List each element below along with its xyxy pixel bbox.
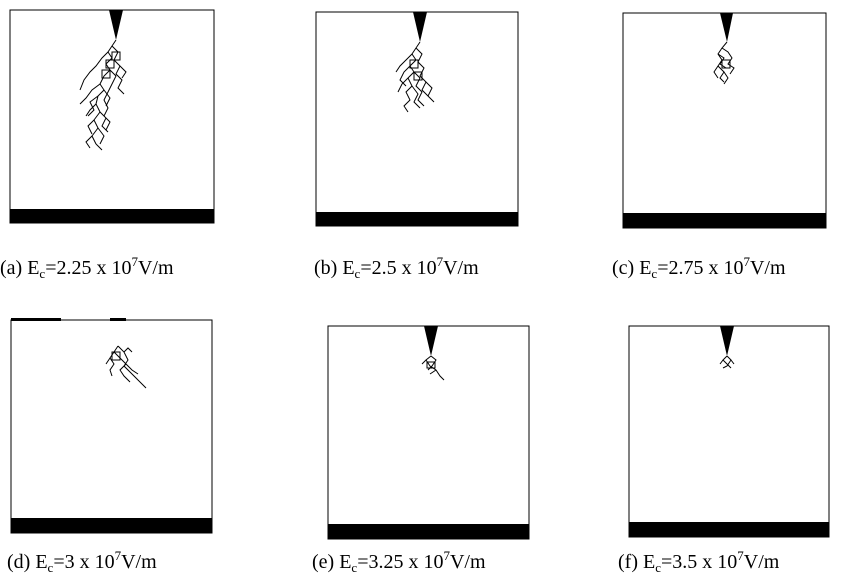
panel-e xyxy=(327,325,530,540)
caption-b: (b) Ec=2.5 x 107V/m xyxy=(314,254,479,281)
panel-f xyxy=(628,325,830,538)
caption-e: (e) Ec=3.25 x 107V/m xyxy=(312,548,486,575)
top-edge-mark xyxy=(110,318,126,321)
domain-box xyxy=(9,9,215,224)
caption-d: (d) Ec=3 x 107V/m xyxy=(7,548,157,575)
ground-electrode xyxy=(623,213,826,228)
panel-c xyxy=(622,12,827,229)
breakdown-tree xyxy=(395,41,435,113)
ground-electrode xyxy=(629,522,829,537)
caption-c: (c) Ec=2.75 x 107V/m xyxy=(612,254,786,281)
breakdown-tree xyxy=(719,355,735,369)
caption-a: (a) Ec=2.25 x 107V/m xyxy=(0,254,174,281)
panel-d xyxy=(10,318,213,534)
domain-box xyxy=(628,325,830,538)
caption-f: (f) Ec=3.5 x 107V/m xyxy=(618,548,780,575)
top-edge-mark xyxy=(11,318,61,321)
needle-electrode xyxy=(424,326,438,356)
needle-electrode xyxy=(109,10,123,40)
needle-electrode xyxy=(413,12,427,42)
domain-box xyxy=(622,12,827,229)
ground-electrode xyxy=(11,518,212,533)
panel-a xyxy=(9,9,215,224)
ground-electrode xyxy=(316,212,518,226)
breakdown-tree xyxy=(713,41,735,85)
ground-electrode xyxy=(328,524,529,539)
needle-electrode xyxy=(720,326,734,356)
breakdown-tree xyxy=(421,355,445,381)
ground-electrode xyxy=(10,209,214,223)
domain-box xyxy=(315,11,519,227)
panel-b xyxy=(315,11,519,227)
breakdown-tree xyxy=(79,39,127,151)
needle-electrode xyxy=(720,13,733,42)
breakdown-tree xyxy=(105,345,147,389)
